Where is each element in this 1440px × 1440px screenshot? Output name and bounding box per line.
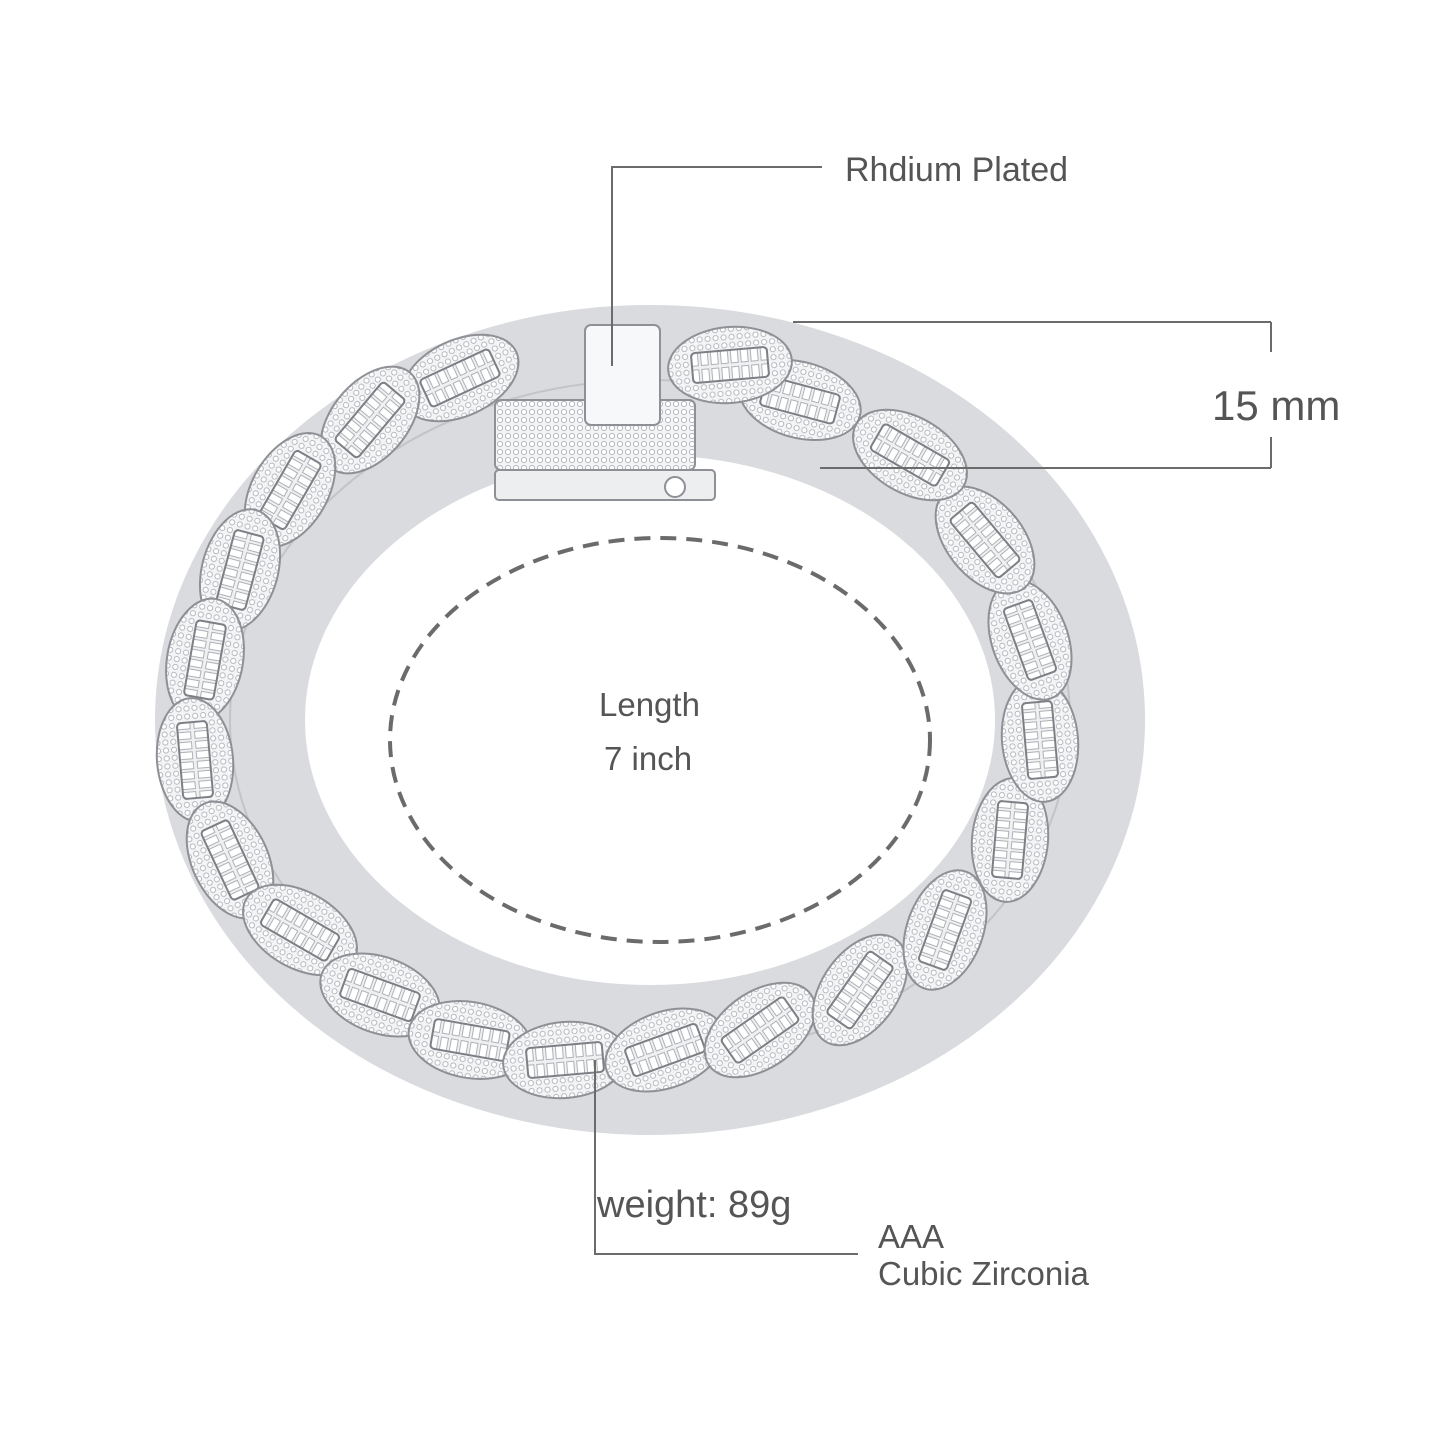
plating-leader-line: [611, 166, 822, 366]
stone-type-label: Cubic Zirconia: [878, 1255, 1089, 1292]
clasp: [494, 324, 716, 501]
stone-grade-label: AAA: [878, 1218, 945, 1255]
stone-leader-line: [594, 1060, 858, 1255]
length-value: 7 inch: [604, 740, 693, 777]
length-indicator-ellipse: [388, 536, 932, 944]
length-title: Length: [599, 686, 700, 723]
width-label: 15 mm: [1212, 382, 1341, 429]
width-dimension-lines: [793, 321, 1272, 469]
weight-label: weight: 89g: [597, 1184, 792, 1226]
plating-label: Rhdium Plated: [845, 151, 1069, 189]
bracelet-image: [150, 305, 1145, 1135]
